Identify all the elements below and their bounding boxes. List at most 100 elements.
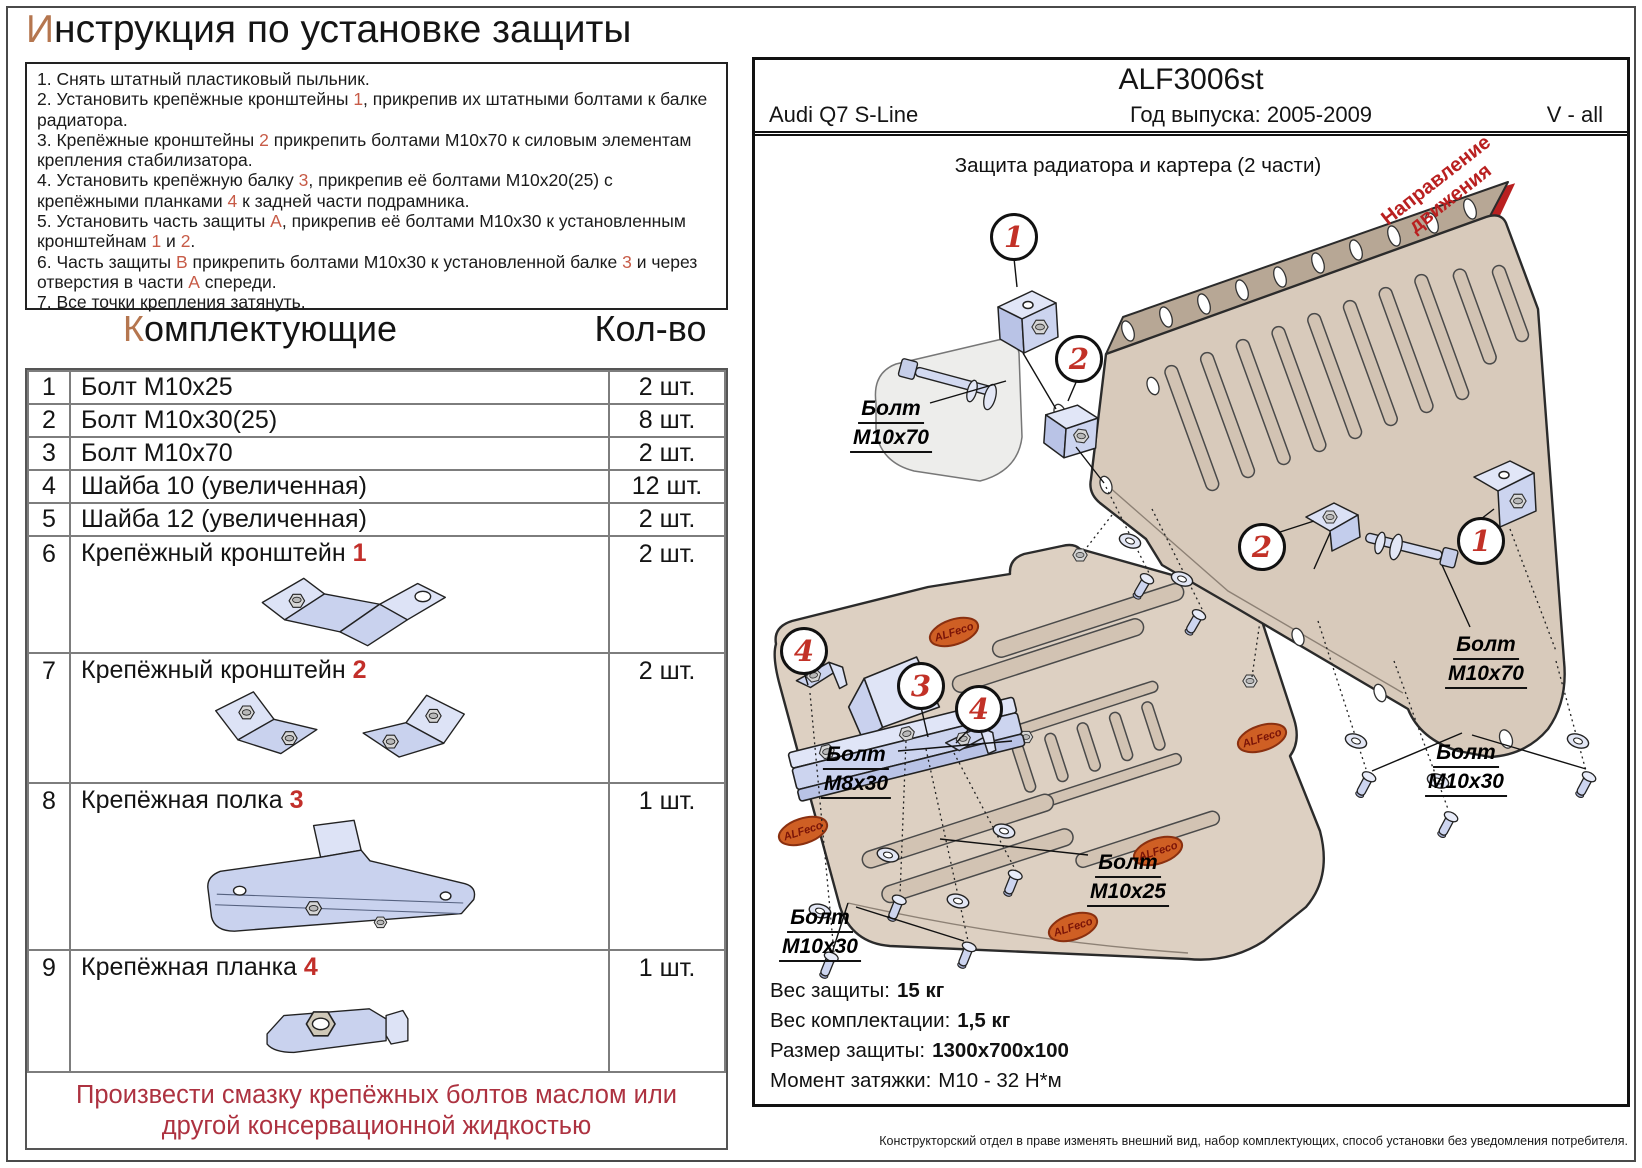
instruction-segment: , прикрепив их штатными болтами к балке … [37,89,708,130]
instruction-segment: прикрепить болтами М10х30 к установленно… [187,251,623,272]
instruction-segment: и [161,231,181,252]
vehicle-years: Год выпуска: 2005-2009 [1129,102,1373,127]
part-qty: 2 шт. [608,502,726,537]
spec-value: 1,5 кг [957,1009,1011,1032]
spec-row: Вес комплектации: 1,5 кг [770,1006,1069,1036]
part-name-text: Крепёжный кронштейн [81,656,346,684]
part-name: Шайба 12 (увеличенная) [69,502,610,537]
brackets [997,290,1537,552]
title-text: нструкция по установке защиты [54,8,632,51]
part-mark: 2 [352,656,367,684]
part-number: 9 [27,949,71,1073]
part-name-cell: Крепёжный кронштейн 2 [69,652,610,784]
instruction-ref: В [175,251,188,272]
spec-row: Размер защиты:1300х700х100 [770,1036,1069,1066]
part-number: 3 [27,436,71,471]
part-name-cell: Крепёжный кронштейн 1 [69,535,610,654]
bracket-2-left [1043,404,1099,459]
part-qty: 1 шт. [608,949,726,1073]
bolt-label-line: Болт [787,904,853,933]
instructions-box: 1. Снять штатный пластиковый пыльник. 2.… [25,62,728,313]
part-name: Болт М10х30(25) [69,403,610,438]
part-name: Шайба 10 (увеличенная) [69,469,610,504]
part-name: Болт М10х70 [69,436,610,471]
spec-label: Вес комплектации: [770,1009,951,1032]
instruction-segment: и через отверстия в части [37,251,698,292]
parts-header-qty: Кол-во [594,308,707,349]
callout-4-left: 4 [780,627,828,675]
spec-row: Момент затяжки:М10 - 32 Н*м [770,1066,1069,1096]
callout-2-right: 2 [1238,523,1286,571]
part-number: 7 [27,652,71,784]
part-name: Крепёжный кронштейн 2 [81,656,598,685]
part-name-text: Крепёжная полка [81,786,283,814]
table-row: 6 Крепёжный кронштейн 1 [27,535,726,654]
instruction-ref: 1 [353,89,364,110]
instruction-item: 6. Часть защиты В прикрепить болтами М10… [37,252,716,293]
part-qty: 1 шт. [608,782,726,951]
callout-1-right: 1 [1457,517,1505,565]
part-number: 4 [27,469,71,504]
shelf-3-illustration [206,819,475,932]
instruction-item: 4. Установить крепёжную балку 3, прикреп… [37,170,716,211]
bolt-label-line: М10х25 [1087,878,1169,907]
instruction-segment: 6. Часть защиты [37,251,176,272]
callout-2: 2 [1055,335,1103,383]
part-number: 5 [27,502,71,537]
instruction-ref: 4 [227,190,238,211]
instruction-segment: 1. Снять штатный пластиковый пыльник. [37,69,370,89]
exploded-diagram: ALFeco [773,181,1599,982]
panel-body: ALFeco [758,131,1624,1101]
engine-spec: V - all [1546,102,1603,127]
bolt-label-line: М10х30 [779,933,861,962]
callout-4-right: 4 [955,685,1003,733]
bracket-1-right [1473,460,1537,528]
bolt-label-line: Болт [1433,739,1499,768]
callout-3: 3 [897,662,945,710]
instruction-segment: 3. Крепёжные кронштейны [37,129,260,150]
bolt-label-line: Болт [823,741,889,770]
instruction-segment: 2. Установить крепёжные кронштейны [37,89,354,110]
parts-header-title: Комплектующие [25,308,495,350]
instruction-segment: к задней части подрамника. [237,190,470,211]
parts-header-accent-letter: К [122,308,144,349]
part-name: Болт М10х25 [69,370,610,405]
table-row: 7 Крепёжный кронштейн 2 [27,652,726,784]
instruction-segment: спереди. [199,271,277,292]
lubrication-note: Произвести смазку крепёжных болтов масло… [76,1081,677,1140]
table-row: 8 Крепёжная полка 3 [27,782,726,951]
vehicle-model: Audi Q7 S-Line [769,102,919,127]
instruction-ref: А [270,211,282,232]
bracket-1-top [997,290,1059,354]
instruction-ref: 2 [259,129,269,150]
parts-header-text: омплектующие [143,308,398,349]
table-row: 9 Крепёжная планка 4 1 шт. [27,949,726,1073]
bolt-label-line: М8х30 [820,770,892,799]
instruction-segment: , прикрепив её болтами М10х30 к установл… [37,211,686,252]
instruction-item: 5. Установить часть защиты А, прикрепив … [37,211,716,252]
part-qty: 12 шт. [608,469,726,504]
instruction-ref: А [188,271,200,292]
instruction-segment: 7. Все точки крепления затянуть. [37,292,306,313]
product-code: ALF3006st [1118,63,1264,96]
part-qty: 2 шт. [608,652,726,784]
instruction-item: 1. Снять штатный пластиковый пыльник. [37,69,716,89]
page-title: Инструкция по установке защиты [26,8,631,52]
parts-table-header: Комплектующие Кол-во [25,308,728,350]
plank-4-illustration [265,1008,409,1054]
spec-label: Вес защиты: [770,979,890,1002]
spec-label: Момент затяжки: [770,1069,932,1092]
bracket-1-illustration [261,577,446,647]
bolt-label-line: М10х70 [850,424,932,453]
spec-row: Вес защиты:15 кг [770,976,1069,1006]
part-mark: 3 [289,786,304,814]
